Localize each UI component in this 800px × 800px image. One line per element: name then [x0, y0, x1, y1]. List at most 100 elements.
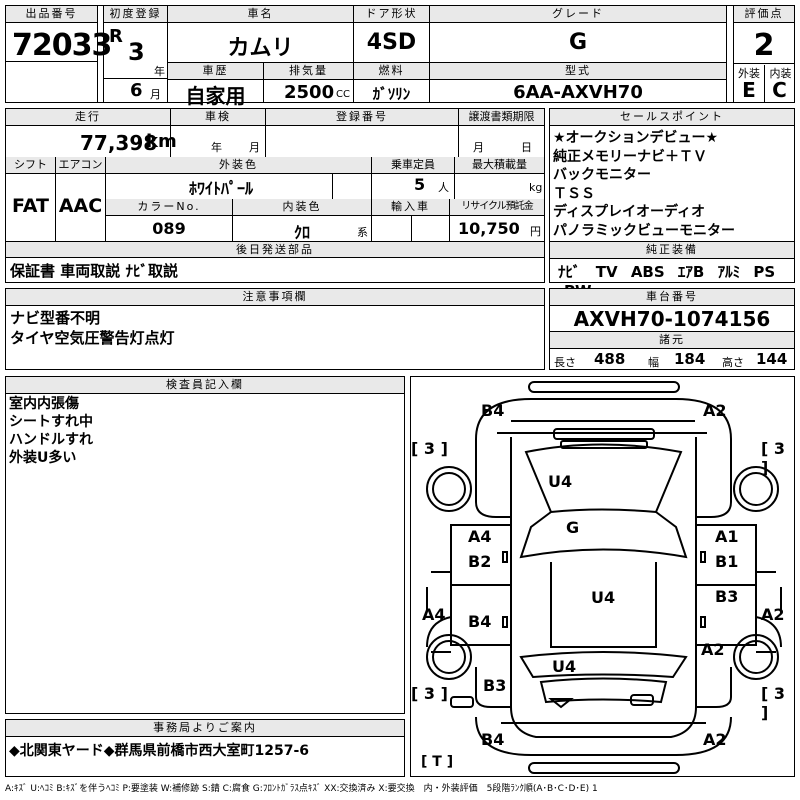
- door-label: ドア形状: [354, 6, 429, 23]
- inspector-line: ハンドルすれ: [9, 432, 93, 448]
- inspector-label: 検査員記入欄: [6, 377, 404, 394]
- capacity-cell: 乗車定員 5 人: [372, 157, 455, 199]
- grade: G: [568, 30, 588, 55]
- equipment-list: ﾅﾋﾞ TV ABS ｴｱB ｱﾙﾐ PS PW: [558, 261, 794, 300]
- model-cell: 型式 6AA-AXVH70: [430, 62, 727, 103]
- fuel-cell: 燃料 ｶﾞｿﾘﾝ: [354, 62, 430, 103]
- damage-mark: B4: [468, 612, 492, 631]
- length: 488: [594, 350, 626, 368]
- max-load-cell: 最大積載量 kg: [455, 157, 544, 199]
- ac-cell: エアコン AAC: [56, 157, 106, 241]
- equipment-item: PS: [753, 263, 776, 281]
- mileage: 77,398: [80, 131, 158, 155]
- door-type: 4SD: [366, 30, 417, 55]
- model-code: 6AA-AXVH70: [513, 82, 643, 103]
- interior-score-label: 内装: [764, 65, 796, 102]
- displacement-cell: 排気量 2500 CC: [264, 62, 354, 103]
- damage-mark: B4: [481, 730, 505, 749]
- import-cell: 輸入車: [372, 199, 450, 241]
- fuel: ｶﾞｿﾘﾝ: [372, 85, 411, 103]
- inspector-line: 室内内張傷: [9, 396, 79, 412]
- recycle-fee: 10,750: [458, 219, 520, 238]
- damage-mark: B2: [468, 552, 492, 571]
- width-label: 幅: [648, 356, 659, 369]
- color-no-label: カラーNo.: [106, 199, 232, 216]
- inspection-year-unit: 年: [211, 141, 222, 154]
- era: R: [109, 26, 123, 47]
- door-cell: ドア形状 4SD: [354, 6, 430, 62]
- office-label: 事務局よりご案内: [6, 720, 404, 737]
- damage-mark: U4: [591, 588, 616, 607]
- inspection-label: 車検: [171, 109, 265, 126]
- sales-point: ディスプレイオーディオ: [553, 204, 706, 220]
- exterior-color: ﾎﾜｲﾄﾊﾟｰﾙ: [188, 179, 253, 198]
- inspector-line: シートすれ中: [9, 414, 93, 430]
- capacity-label: 乗車定員: [372, 157, 454, 174]
- interior-color-cell: 内装色 ｸﾛ 系: [233, 199, 372, 242]
- damage-mark: G: [566, 518, 580, 537]
- month-unit: 月: [150, 88, 161, 101]
- capacity: 5: [414, 175, 426, 194]
- damage-mark: A4: [422, 605, 446, 624]
- tire-mark: [ 3 ]: [411, 439, 448, 458]
- max-load-unit: kg: [529, 181, 543, 194]
- equipment-label: 純正装備: [550, 241, 794, 259]
- note-line: タイヤ空気圧警告灯点灯: [10, 329, 175, 347]
- import-label: 輸入車: [372, 199, 449, 216]
- tire-mark: [ 3 ]: [761, 684, 786, 722]
- notes-block: 注意事項欄 ナビ型番不明 タイヤ空気圧警告灯点灯: [5, 288, 545, 370]
- sales-points-list: ★オークションデビュー★ 純正メモリーナビ＋ＴＶ バックモニター ＴＳＳ ディス…: [553, 129, 735, 240]
- shift-label: シフト: [6, 157, 55, 174]
- office-block: 事務局よりご案内 ◆北関東ヤード◆群馬県前橋市西大室町1257-6: [5, 719, 405, 777]
- sales-point: バックモニター: [553, 167, 651, 183]
- sales-point: ★オークションデビュー★: [553, 130, 719, 146]
- inspector-block: 検査員記入欄 室内内張傷 シートすれ中 ハンドルすれ 外装U多い: [5, 376, 405, 714]
- ac-label: エアコン: [56, 157, 105, 174]
- spec-label: 諸元: [550, 331, 794, 349]
- equipment-item: ｴｱB: [677, 263, 705, 281]
- header-block: 出品番号 72033 初度登録 R 3 年 6 月 車名 カムリ ドア形状 4S…: [5, 5, 795, 108]
- interior-color-label: 内装色: [233, 199, 371, 216]
- damage-mark: A2: [701, 640, 725, 659]
- transfer-deadline-cell: 譲渡書類期限 月 日: [459, 109, 544, 157]
- mileage-cell: 走行 77,398 km: [6, 109, 177, 157]
- sales-point: ＴＳＳ: [553, 185, 595, 202]
- damage-mark: B1: [715, 552, 739, 571]
- transfer-day-unit: 日: [521, 141, 532, 154]
- registration-no-label: 登録番号: [266, 109, 458, 126]
- legend: A:ｷｽﾞ U:ﾍｺﾐ B:ｷｽﾞを伴うﾍｺﾐ P:要塗装 W:補修跡 S:錆 …: [5, 784, 598, 794]
- recycle-label: リサイクル預託金: [450, 199, 544, 216]
- score-label: 評価点: [734, 6, 794, 23]
- recycle-cell: リサイクル預託金 10,750 円: [450, 199, 544, 241]
- tire-mark: [ 3 ]: [411, 684, 448, 703]
- shift-cell: シフト FAT: [6, 157, 56, 241]
- damage-mark: B4: [481, 401, 505, 420]
- displacement-label: 排気量: [264, 63, 353, 80]
- equipment-item: ｱﾙﾐ: [717, 263, 741, 281]
- mileage-label: 走行: [6, 109, 170, 126]
- damage-mark: A4: [468, 527, 492, 546]
- later-parts-value: 保証書 車両取説 ﾅﾋﾞ取説: [10, 262, 178, 280]
- reg-year: 3: [128, 38, 145, 66]
- exterior-score-label: 外装: [738, 67, 760, 80]
- mileage-unit: km: [146, 131, 177, 152]
- score-cell: 評価点 2 外装 内装 E C: [733, 6, 794, 102]
- interior-score: C: [772, 78, 787, 102]
- damage-mark: A1: [715, 527, 739, 546]
- recycle-unit: 円: [530, 225, 541, 238]
- transfer-month-unit: 月: [473, 141, 484, 154]
- damage-diagram: B4 A2 U4 G A4 B2 A1 B1 U4 B3 B4 A4 A2 A2…: [410, 376, 795, 777]
- score: 2: [753, 28, 775, 63]
- length-label: 長さ: [554, 356, 576, 369]
- exterior-score: E: [742, 78, 756, 102]
- car-outline: [426, 381, 782, 774]
- chassis-number: AXVH70-1074156: [573, 307, 771, 331]
- notes-label: 注意事項欄: [6, 289, 544, 306]
- spare-tire-mark: [ T ]: [421, 754, 454, 770]
- grade-label: グレード: [430, 6, 726, 23]
- height: 144: [756, 350, 788, 368]
- color-no: 089: [152, 219, 186, 238]
- color-no-cell: カラーNo. 089: [106, 199, 233, 241]
- damage-mark: A2: [703, 730, 727, 749]
- later-parts-label: 後日発送部品: [6, 242, 544, 258]
